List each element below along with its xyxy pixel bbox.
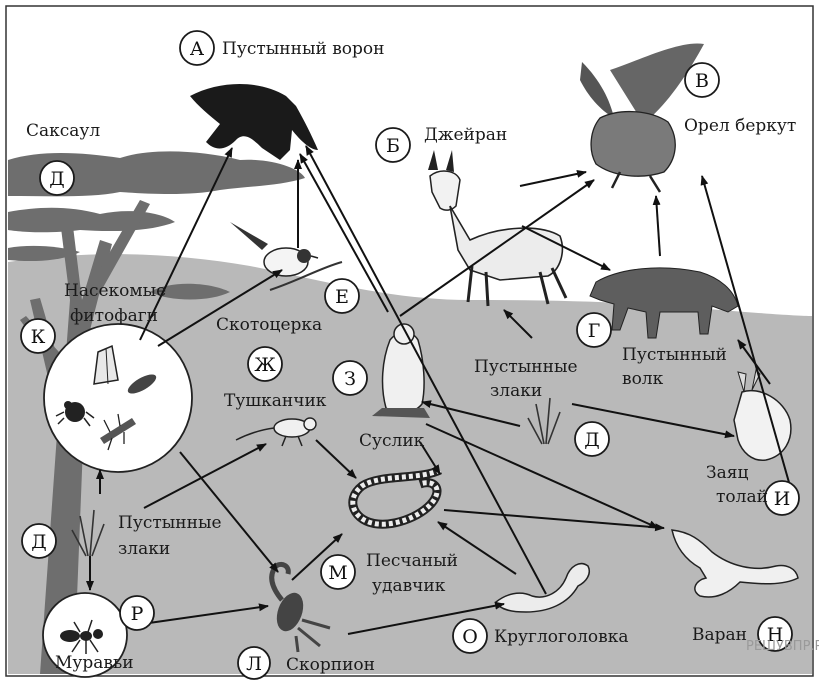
badge-k: К bbox=[21, 319, 55, 353]
label-monitor-lizard: Варан bbox=[692, 625, 747, 645]
svg-text:О: О bbox=[462, 626, 478, 648]
svg-text:Д: Д bbox=[584, 429, 599, 451]
svg-text:Ж: Ж bbox=[254, 354, 276, 376]
badge-zh: Ж bbox=[248, 347, 282, 381]
label-hare-line2: толай bbox=[716, 487, 768, 507]
svg-text:Е: Е bbox=[335, 286, 349, 308]
insects-circle bbox=[44, 324, 192, 472]
svg-text:Б: Б bbox=[386, 135, 400, 157]
label-insects-line2: фитофаги bbox=[70, 306, 158, 326]
badge-v: В bbox=[685, 63, 719, 97]
badge-d-grass-left: Д bbox=[22, 524, 56, 558]
label-grass-right-line1: Пустынные bbox=[474, 357, 578, 377]
label-sand-boa-line2: удавчик bbox=[372, 576, 446, 596]
badge-e: Е bbox=[325, 279, 359, 313]
svg-text:Р: Р bbox=[131, 603, 144, 625]
svg-text:И: И bbox=[774, 488, 791, 510]
label-suslik: Суслик bbox=[359, 431, 425, 451]
badge-g: Г bbox=[577, 313, 611, 347]
svg-text:Д: Д bbox=[31, 531, 46, 553]
badge-r: Р bbox=[120, 596, 154, 630]
badge-i: И bbox=[765, 481, 799, 515]
svg-text:Г: Г bbox=[588, 320, 601, 342]
label-sand-boa-line1: Песчаный bbox=[366, 551, 458, 571]
label-jerboa: Тушканчик bbox=[224, 391, 327, 411]
label-grass-left-line2: злаки bbox=[118, 539, 170, 559]
watermark: РЕШУВПР.РФ bbox=[746, 639, 819, 654]
label-hare-line1: Заяц bbox=[706, 463, 748, 483]
label-insects-line1: Насекомые bbox=[64, 281, 166, 301]
svg-text:В: В bbox=[695, 70, 709, 92]
badge-o: О bbox=[453, 619, 487, 653]
label-gazelle: Джейран bbox=[424, 125, 507, 145]
svg-text:З: З bbox=[344, 368, 356, 390]
svg-text:К: К bbox=[31, 326, 46, 348]
label-golden-eagle: Орел беркут bbox=[684, 116, 796, 136]
label-scotocerca: Скотоцерка bbox=[216, 315, 322, 335]
label-toad-agama: Круглоголовка bbox=[494, 627, 629, 647]
badge-l: Л bbox=[238, 647, 270, 679]
label-grass-right-line2: злаки bbox=[490, 381, 542, 401]
svg-text:М: М bbox=[328, 562, 347, 584]
label-wolf-line1: Пустынный bbox=[622, 345, 727, 365]
label-scorpion: Скорпион bbox=[286, 655, 375, 675]
badge-z: З bbox=[333, 361, 367, 395]
badge-b: Б bbox=[376, 128, 410, 162]
label-saxaul: Саксаул bbox=[26, 121, 100, 141]
svg-text:Л: Л bbox=[246, 653, 262, 675]
badge-a: А bbox=[180, 31, 214, 65]
badge-d-saxaul: Д bbox=[40, 161, 74, 195]
svg-text:Д: Д bbox=[49, 168, 64, 190]
label-ants: Муравьи bbox=[55, 653, 134, 673]
label-wolf-line2: волк bbox=[622, 369, 664, 389]
badge-d-grass-right: Д bbox=[575, 422, 609, 456]
label-grass-left-line1: Пустынные bbox=[118, 513, 222, 533]
label-desert-raven: Пустынный ворон bbox=[222, 39, 384, 59]
badge-m: М bbox=[321, 555, 355, 589]
svg-text:А: А bbox=[190, 38, 205, 60]
